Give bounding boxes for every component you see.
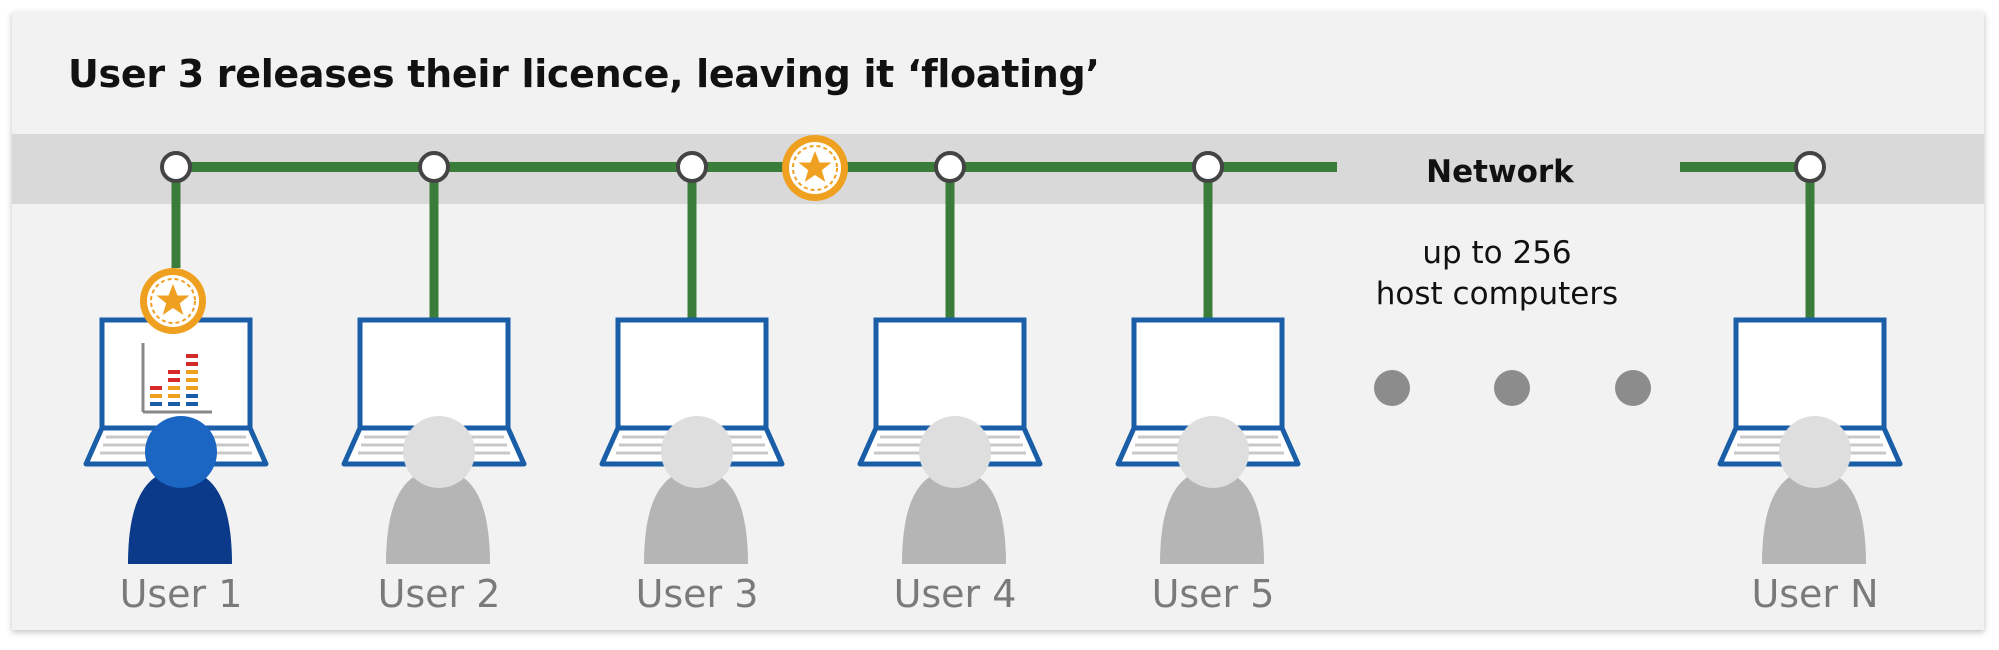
host-user-4: User 4 [857, 317, 1043, 616]
host-user-2: User 2 [341, 317, 527, 616]
user-label: User 2 [378, 572, 501, 616]
host-count-note-line1: up to 256 [1422, 235, 1571, 271]
node-user-4 [934, 151, 966, 183]
user-label: User 3 [636, 572, 759, 616]
host-count-note-line2: host computers [1376, 276, 1618, 312]
node-user-2 [418, 151, 450, 183]
user-label: User 1 [120, 572, 243, 616]
user-icon [386, 416, 490, 564]
user-label: User 5 [1152, 572, 1275, 616]
user-label: User 4 [894, 572, 1017, 616]
laptop-icon [83, 317, 269, 467]
more-hosts-ellipsis [1374, 370, 1651, 406]
network-label: Network [1426, 154, 1575, 190]
bar-chart-icon [141, 343, 212, 414]
node-user-5 [1192, 151, 1224, 183]
node-user-3 [676, 151, 708, 183]
laptop-icon [599, 317, 785, 467]
node-user-n [1794, 151, 1826, 183]
host-user-1: User 1 [83, 268, 269, 616]
host-user-n: User N [1717, 317, 1903, 616]
host-user-3: User 3 [599, 317, 785, 616]
licence-star-icon [140, 268, 206, 334]
user-icon [128, 416, 232, 564]
user-icon [902, 416, 1006, 564]
licence-star-icon [782, 135, 848, 201]
host-user-5: User 5 [1115, 317, 1301, 616]
laptop-icon [1717, 317, 1903, 467]
page-title: User 3 releases their licence, leaving i… [68, 52, 1100, 96]
network-nodes [160, 151, 1826, 183]
user-icon [1160, 416, 1264, 564]
user-label: User N [1751, 572, 1878, 616]
node-user-1 [160, 151, 192, 183]
drop-lines [171, 167, 1815, 322]
user-icon [644, 416, 748, 564]
user-icon [1762, 416, 1866, 564]
